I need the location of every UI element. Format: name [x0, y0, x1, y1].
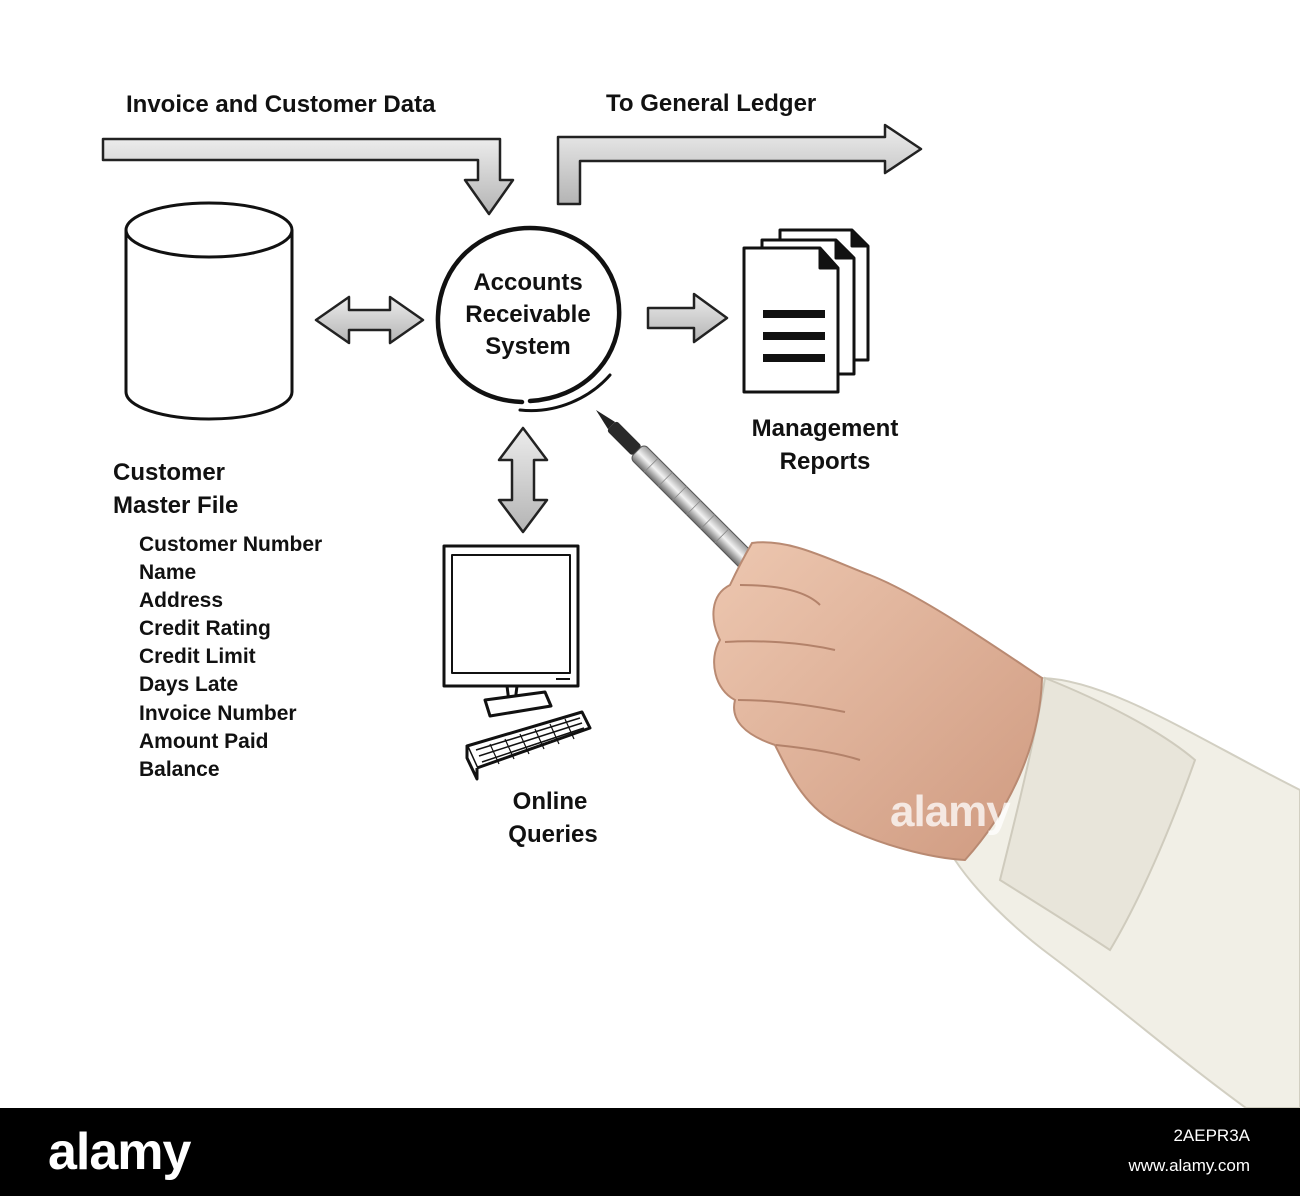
master-file-field: Balance: [139, 758, 220, 781]
master-file-field: Credit Rating: [139, 617, 271, 640]
document-stack-icon: [742, 228, 870, 394]
center-label-line-1: Accounts: [473, 269, 582, 296]
brand-logo: alamy: [48, 1123, 191, 1181]
master-file-field: Address: [139, 589, 223, 612]
reports-label-line-1: Management: [752, 415, 899, 442]
invoice-data-arrow: [101, 137, 515, 216]
image-id: 2AEPR3A: [1173, 1126, 1250, 1145]
queries-label-line-2: Queries: [508, 821, 597, 848]
watermark-text: alamy: [890, 787, 1011, 836]
hand-illustration: [712, 541, 1044, 862]
sleeve-cuff-illustration: [998, 676, 1197, 952]
accounts-receivable-diagram: Invoice and Customer Data To General Led…: [101, 90, 1300, 1108]
computer-icon: [442, 544, 592, 781]
master-file-field: Amount Paid: [139, 730, 269, 753]
center-label-line-3: System: [485, 333, 570, 360]
general-ledger-arrow: [556, 123, 923, 206]
master-file-label-line-2: Master File: [113, 492, 238, 519]
reports-label-line-2: Reports: [780, 448, 871, 475]
pen-illustration: [596, 410, 763, 577]
database-icon: [124, 201, 294, 421]
master-file-field: Customer Number: [139, 533, 322, 556]
site-url: www.alamy.com: [1128, 1156, 1250, 1175]
invoice-data-label: Invoice and Customer Data: [126, 91, 436, 118]
hand-with-pen-illustration: alamy: [596, 410, 1300, 1108]
master-file-field: Days Late: [139, 673, 238, 696]
master-file-field: Invoice Number: [139, 702, 297, 725]
queries-label-line-1: Online: [513, 788, 588, 815]
master-file-label-line-1: Customer: [113, 459, 225, 486]
master-file-field: Credit Limit: [139, 645, 256, 668]
accounts-receivable-circle: [435, 225, 622, 413]
footer-bar: alamy 2AEPR3A www.alamy.com: [0, 1108, 1300, 1196]
general-ledger-label: To General Ledger: [606, 90, 816, 117]
master-file-field: Name: [139, 561, 196, 584]
center-label-line-2: Receivable: [465, 301, 590, 328]
database-system-arrow: [314, 295, 425, 345]
master-file-field-list: Customer Number Name Address Credit Rati…: [139, 533, 322, 781]
system-queries-arrow: [497, 426, 549, 534]
system-reports-arrow: [646, 292, 729, 344]
